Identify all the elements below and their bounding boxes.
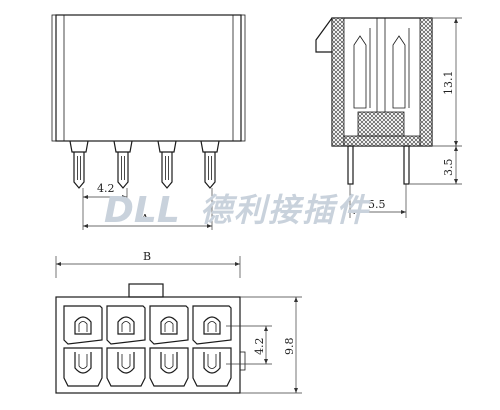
- side-latch: [315, 17, 333, 53]
- front-housing: [55, 14, 242, 142]
- front-housing-right-flange: [240, 14, 246, 142]
- watermark-logo: DLL: [104, 190, 180, 231]
- side-base: [343, 135, 421, 147]
- watermark: DLL 德利接插件: [104, 190, 371, 231]
- front-pin: [113, 140, 133, 189]
- cavity-top: [149, 305, 189, 345]
- side-view: [315, 17, 433, 185]
- bottom-overall-dimension: B: [55, 250, 241, 278]
- side-pin-left: [347, 145, 354, 185]
- cavity-top: [192, 305, 232, 345]
- side-pin-length-label: 3.5: [442, 159, 455, 177]
- side-contact-right: [392, 35, 406, 109]
- bottom-pitch-label: 4.2: [253, 338, 266, 356]
- bottom-pitch-dimension: 4.2: [226, 325, 272, 365]
- side-left-wall: [331, 17, 345, 147]
- bottom-latch-tab: [128, 283, 164, 298]
- side-right-wall: [419, 17, 433, 147]
- side-pin-right: [403, 145, 410, 185]
- side-height-label: 13.1: [442, 71, 455, 96]
- bottom-overall-label: B: [143, 250, 151, 263]
- front-pin: [200, 140, 220, 189]
- front-housing-left-flange: [51, 14, 57, 142]
- side-pin-length-dimension: 3.5: [410, 146, 462, 185]
- bottom-side-key: [239, 351, 246, 371]
- side-pin-spacing-dimension: 5.5: [349, 184, 407, 218]
- cavity-bottom: [192, 347, 232, 387]
- cavity-bottom: [63, 347, 103, 387]
- watermark-company: 德利接插件: [200, 191, 371, 229]
- front-pins: [69, 140, 220, 189]
- side-pin-spacing-label: 5.5: [368, 198, 386, 211]
- front-pin: [69, 140, 89, 189]
- side-contact-left: [353, 35, 367, 109]
- cavity-top: [106, 305, 146, 345]
- bottom-height-dimension: 9.8: [240, 296, 302, 394]
- bottom-height-label: 9.8: [283, 338, 296, 356]
- cavity-top: [63, 305, 103, 345]
- cavity-bottom: [149, 347, 189, 387]
- front-overall-label: A: [140, 212, 150, 225]
- bottom-cavities: [63, 305, 232, 387]
- side-height-dimension: 13.1: [432, 17, 462, 147]
- front-view: [51, 14, 246, 189]
- front-overall-dimension: A: [82, 188, 213, 230]
- front-pitch-label: 4.2: [97, 182, 115, 195]
- bottom-view: [55, 283, 246, 394]
- front-pin: [157, 140, 177, 189]
- cavity-bottom: [106, 347, 146, 387]
- side-center-block: [357, 111, 405, 137]
- bottom-housing: [55, 296, 241, 394]
- front-pitch-dimension: 4.2: [82, 182, 128, 200]
